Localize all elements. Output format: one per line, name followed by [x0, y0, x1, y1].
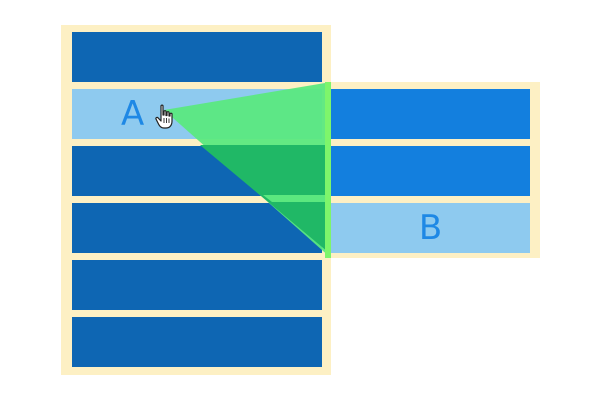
submenu-item-label: B [418, 208, 443, 248]
main-menu-item-5[interactable] [72, 260, 322, 310]
main-menu-item-4[interactable] [72, 203, 322, 253]
submenu-item-2[interactable] [331, 146, 530, 196]
main-menu: A [61, 25, 331, 375]
hand-pointer-icon [155, 104, 173, 129]
main-menu-item-label: A [121, 94, 145, 134]
submenu: B [330, 82, 540, 258]
main-menu-item-3[interactable] [72, 146, 322, 196]
submenu-item-1[interactable] [331, 89, 530, 139]
main-menu-item-6[interactable] [72, 317, 322, 367]
main-menu-item-1[interactable] [72, 32, 322, 82]
main-menu-item-2[interactable]: A [72, 89, 322, 139]
submenu-item-3[interactable]: B [331, 203, 530, 253]
